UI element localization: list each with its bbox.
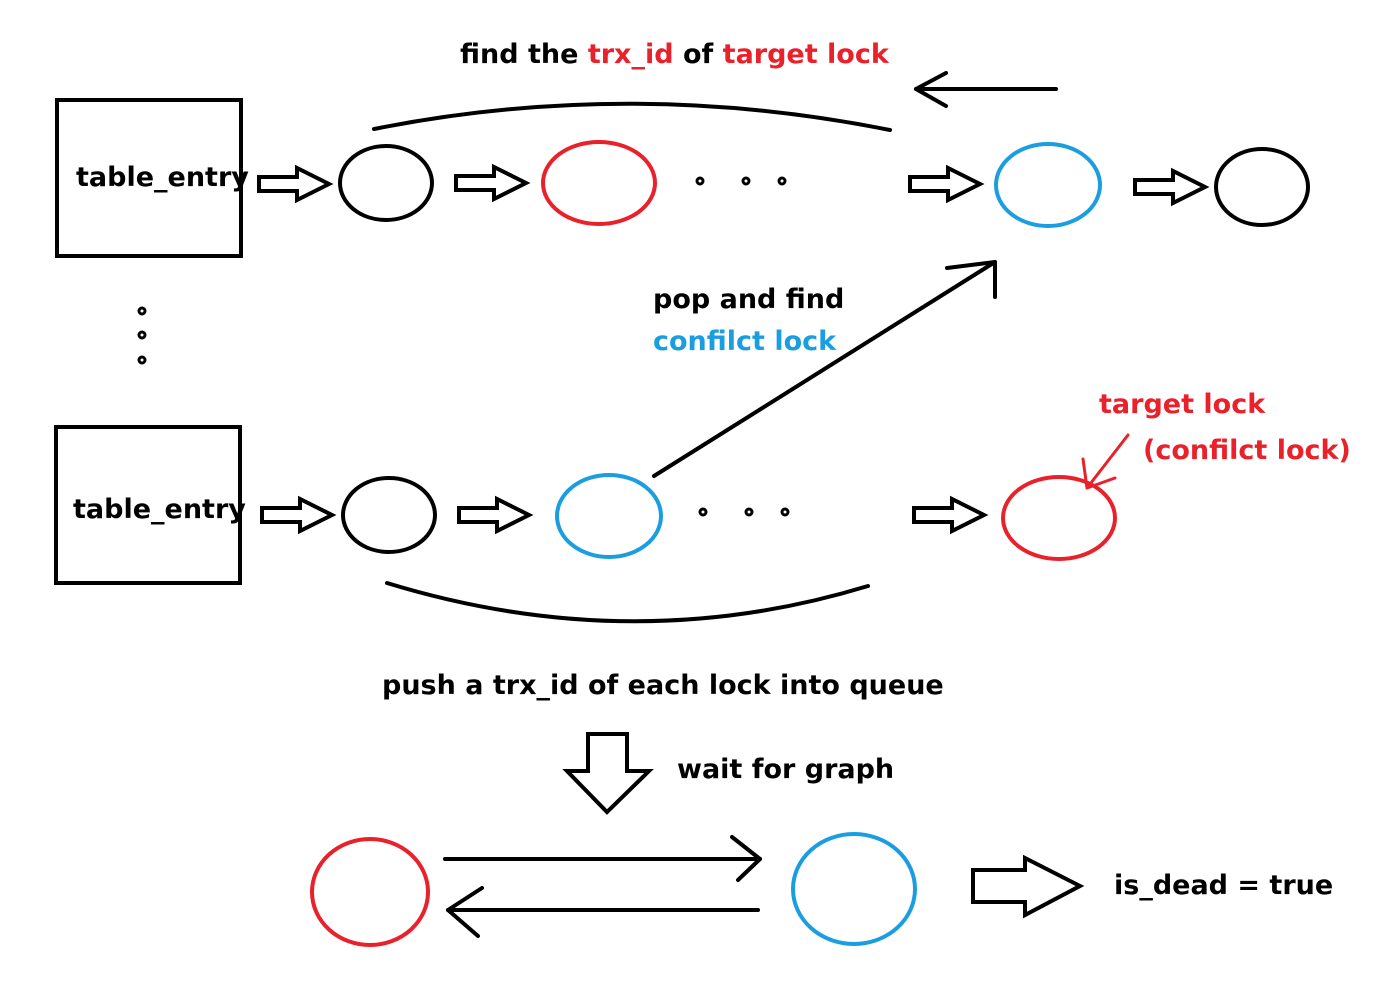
block-arrow-top-1 [257,166,331,202]
lock-node-top-last [1214,147,1310,227]
lock-node-bottom-1 [341,476,437,554]
lock-node-top-target [541,140,657,226]
wait-for-graph-label: wait for graph [677,754,894,785]
table-entry-label-bottom: table_entry [73,494,246,525]
is-dead-label: is_dead = true [1114,870,1333,901]
table-entry-box-bottom [54,425,242,585]
graph-edge-blue-to-red [446,886,760,938]
title-target-lock: target lock [723,39,890,70]
conflict-lock-label: confilct lock [653,326,837,357]
graph-edge-red-to-blue [443,835,762,882]
lock-node-top-1 [338,144,434,222]
pop-and-find-label: pop and find [653,284,844,315]
table-entry-box-top [55,98,243,258]
target-lock-pointer-arrow [1081,433,1130,490]
block-arrow-top-4 [1133,169,1207,205]
horizontal-ellipsis-top [695,176,787,186]
result-block-arrow [971,854,1085,919]
target-lock-label: target lock [1099,389,1266,420]
graph-node-red [310,837,430,947]
graph-node-blue [791,832,917,946]
title-find: find the [460,39,588,70]
block-arrow-top-2 [454,165,528,201]
push-queue-label: push a trx_id of each lock into queue [382,670,944,701]
down-block-arrow [562,732,654,815]
block-arrow-top-3 [908,166,982,202]
block-arrow-bottom-3 [912,497,986,533]
lock-node-bottom-target [1001,475,1117,561]
scan-direction-arrow [914,71,1058,108]
vertical-ellipsis [137,306,147,365]
bottom-brace [385,581,870,624]
title-text: find the trx_id of target lock [413,39,917,70]
table-entry-label-top: table_entry [76,162,249,193]
pop-find-arrow [652,260,997,478]
conflict-lock-paren-label: (confilct lock) [1143,435,1351,466]
block-arrow-bottom-1 [260,497,334,533]
lock-node-bottom-conflict [555,473,663,559]
block-arrow-bottom-2 [457,497,531,533]
lock-node-top-conflict [994,142,1102,228]
top-brace [372,101,892,132]
horizontal-ellipsis-bottom [698,507,790,517]
title-of: of [674,39,723,70]
title-trx-id: trx_id [588,39,674,70]
